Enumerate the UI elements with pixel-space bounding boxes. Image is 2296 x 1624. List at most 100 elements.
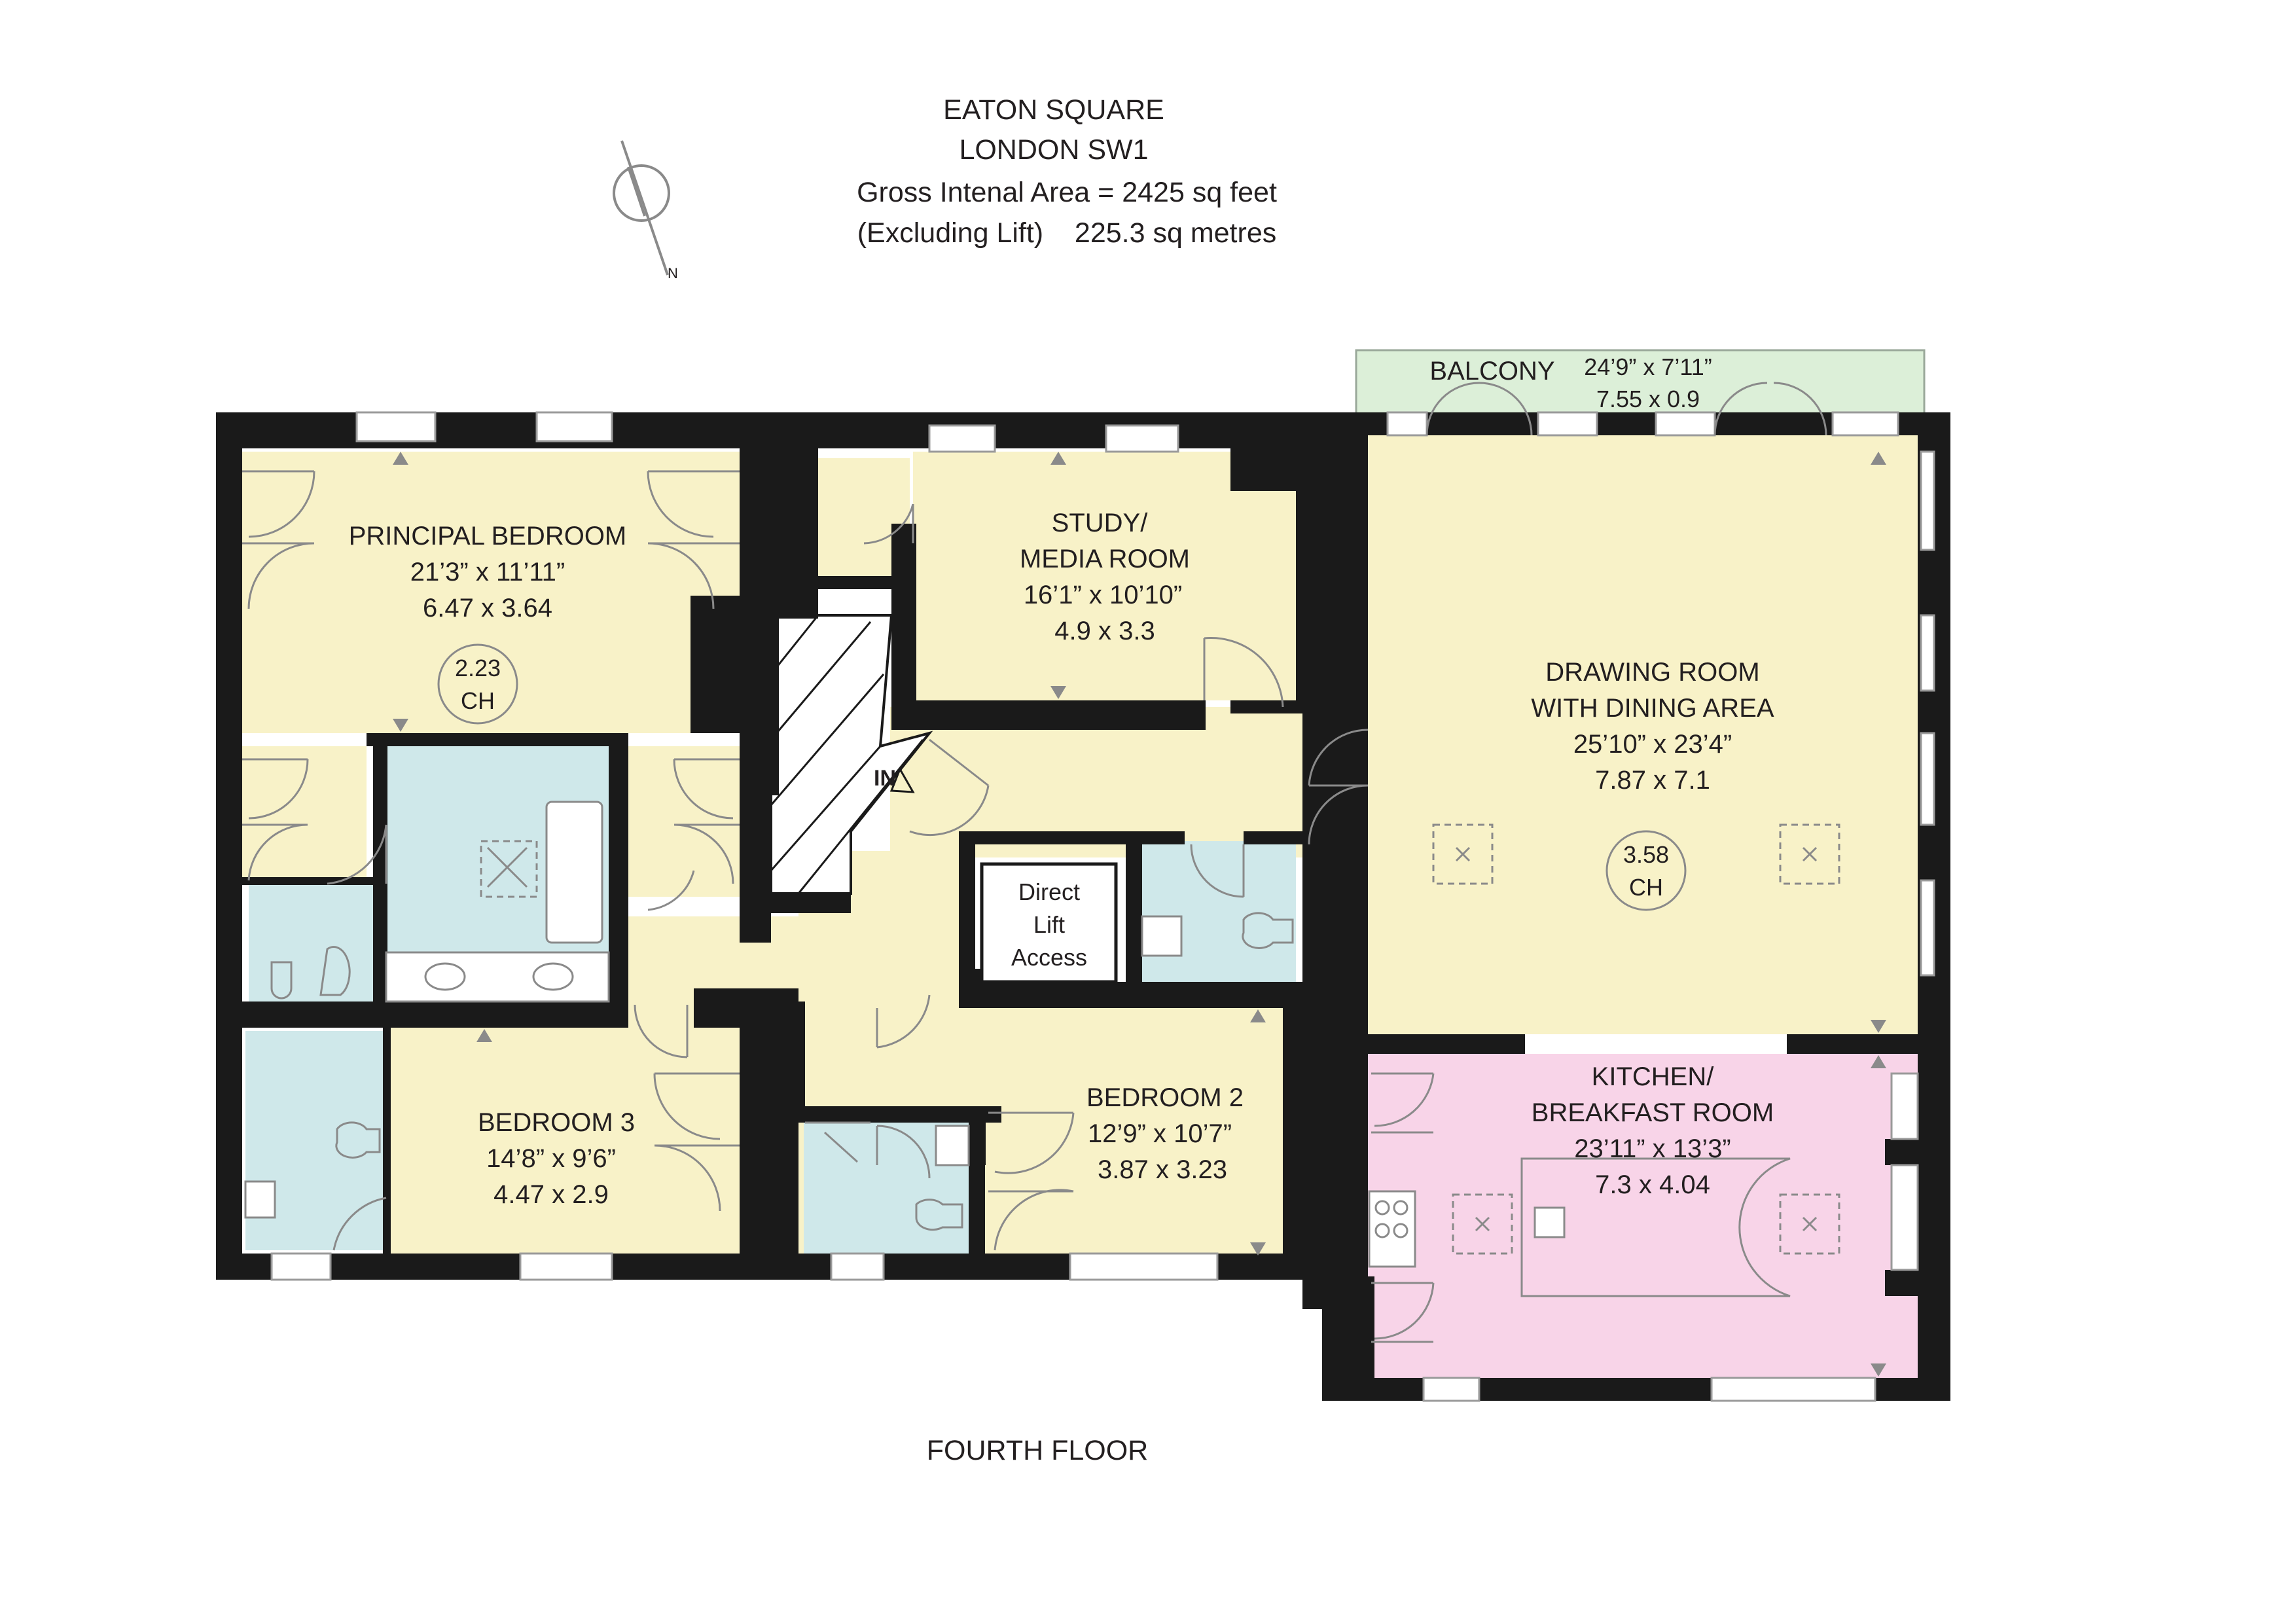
- doors: [242, 382, 1827, 1343]
- wall: [1139, 831, 1185, 844]
- principal-bedroom-metric: 6.47 x 3.64: [423, 594, 552, 623]
- principal-bedroom-name: PRINCIPAL BEDROOM: [349, 522, 627, 550]
- window: [355, 411, 437, 442]
- drawing-room-name-line-2: WITH DINING AREA: [1531, 694, 1774, 723]
- floor-label: FOURTH FLOOR: [927, 1435, 1148, 1466]
- wardrobe-door: [653, 1072, 740, 1212]
- basin: [1141, 915, 1183, 957]
- kitchen-metric: 7.3 x 4.04: [1595, 1170, 1710, 1199]
- wall: [792, 1001, 805, 1106]
- wardrobe-door: [647, 470, 740, 609]
- kitchen-island: [1520, 1157, 1791, 1297]
- balcony-imperial: 24’9” x 7’11”: [1584, 353, 1712, 380]
- balcony-area: [1355, 349, 1926, 417]
- window: [1920, 614, 1935, 692]
- wardrobe-door: [242, 758, 309, 881]
- wall: [1368, 1034, 1525, 1054]
- hob-ring: [1374, 1223, 1390, 1238]
- door: [647, 870, 695, 911]
- entrance-arrow-icon: [889, 767, 915, 793]
- wall: [373, 746, 387, 1008]
- measure-arrow: [393, 452, 408, 465]
- skylight: [1475, 1216, 1490, 1232]
- basin: [424, 962, 466, 991]
- header-line-4: (Excluding Lift) 225.3 sq metres: [857, 217, 1277, 249]
- door: [332, 1197, 387, 1251]
- wall: [1230, 700, 1302, 713]
- shower-tray: [480, 840, 538, 898]
- toilet: [335, 1121, 381, 1159]
- wall: [798, 1106, 1001, 1123]
- skylight: [1802, 846, 1818, 862]
- measure-arrow: [1871, 1055, 1886, 1068]
- north-arrow-icon: N: [613, 140, 678, 281]
- ceiling-height-unit: CH: [1629, 874, 1663, 901]
- ceiling-height-marker: [437, 643, 518, 725]
- hob-ring: [1374, 1200, 1390, 1216]
- basin: [935, 1125, 970, 1166]
- ceiling-height-value: 3.58: [1623, 841, 1669, 868]
- bedroom-2-metric: 3.87 x 3.23: [1098, 1155, 1227, 1184]
- measure-arrow: [1871, 1363, 1886, 1377]
- header-line-1: EATON SQUARE: [943, 94, 1164, 126]
- door: [1203, 637, 1284, 708]
- sink: [1534, 1206, 1566, 1238]
- drawing-room-area: [1368, 435, 1918, 1034]
- wall: [740, 1001, 798, 1263]
- wall: [691, 596, 743, 733]
- wall: [740, 795, 772, 910]
- skylight: [1802, 1216, 1818, 1232]
- window: [1655, 411, 1716, 437]
- door: [634, 1004, 689, 1058]
- wall: [1302, 700, 1368, 727]
- window: [1710, 1377, 1876, 1402]
- fixtures: [244, 452, 1886, 1377]
- drawing-room-imperial: 25’10” x 23’4”: [1573, 730, 1732, 759]
- bathtub: [545, 801, 603, 944]
- door: [876, 1125, 931, 1179]
- wall: [1283, 1001, 1309, 1263]
- door: [1308, 729, 1369, 845]
- kitchen-cupboard-door: [1371, 1282, 1435, 1343]
- kitchen-name-line-1: KITCHEN/: [1592, 1062, 1715, 1091]
- principal-bedroom-imperial: 21’3” x 11’11”: [410, 558, 565, 586]
- study-area: [913, 452, 1296, 700]
- wall: [1126, 831, 1142, 995]
- window: [519, 1252, 613, 1281]
- shower-screen: [805, 1121, 870, 1163]
- wardrobe-door: [988, 1111, 1075, 1251]
- kitchen-cupboard-door: [1371, 1072, 1435, 1134]
- wall: [959, 982, 1312, 1008]
- bedroom-3-name: BEDROOM 3: [478, 1108, 635, 1137]
- measure-arrow: [476, 1029, 492, 1042]
- window: [830, 1252, 885, 1281]
- wall: [242, 877, 373, 885]
- wall: [959, 831, 1142, 844]
- wall: [759, 893, 851, 913]
- principal-wardrobes-left: [242, 746, 367, 880]
- wall: [1787, 1034, 1918, 1054]
- window: [1386, 411, 1428, 437]
- balcony-door: [1713, 382, 1827, 436]
- room-fills: [242, 349, 1936, 1378]
- header-block: EATON SQUARE LONDON SW1 Gross Intenal Ar…: [857, 94, 1277, 249]
- drawing-room-metric: 7.87 x 7.1: [1595, 766, 1710, 795]
- measure-arrow: [1871, 452, 1886, 465]
- window: [1920, 732, 1935, 826]
- study-name-line-1: STUDY/: [1052, 509, 1149, 537]
- wall: [771, 448, 818, 619]
- toilet: [1242, 912, 1294, 949]
- window: [1069, 1252, 1219, 1281]
- toilet: [319, 946, 351, 996]
- wall: [1296, 452, 1309, 713]
- window: [1831, 411, 1899, 437]
- bedroom-2-imperial: 12’9” x 10’7”: [1088, 1119, 1232, 1148]
- window: [1920, 879, 1935, 977]
- hob-ring: [1393, 1223, 1408, 1238]
- wall: [891, 524, 916, 713]
- shower-tray: [486, 846, 528, 888]
- wall: [959, 838, 975, 988]
- window: [535, 411, 613, 442]
- wall: [1885, 1270, 1924, 1296]
- skylight: [1432, 823, 1494, 885]
